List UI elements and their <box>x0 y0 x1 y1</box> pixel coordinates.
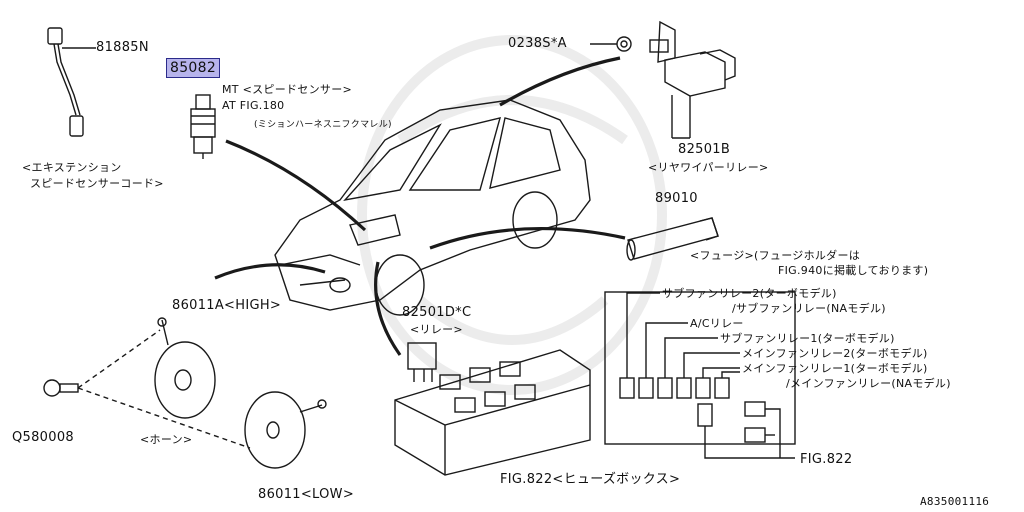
extension-cord-drawing <box>47 27 96 137</box>
wiper-relay-name: <リヤワイパーリレー> <box>648 161 769 174</box>
relay-label-ac: A/Cリレー <box>690 317 744 330</box>
relay-map-drawing <box>604 291 796 459</box>
fuse-note-line2: FIG.940に掲載しております) <box>778 264 929 277</box>
ext-code-name-line2: スピードセンサーコード> <box>30 177 164 190</box>
ext-code-part-number: 81885N <box>96 40 149 55</box>
diagram-id: A835001116 <box>920 495 990 508</box>
horn-bolt-part-number: Q580008 <box>12 430 74 445</box>
speed-sensor-part-number[interactable]: 85082 <box>166 58 221 78</box>
relay-part-number: 82501D*C <box>402 305 472 320</box>
relay-map-reference: FIG.822 <box>800 452 853 467</box>
fuse-box-drawing <box>394 349 591 476</box>
horn-low-drawing <box>244 391 327 469</box>
fuse-note-line1: <フュージ>(フュージホルダーは <box>690 249 861 262</box>
ext-code-name-line1: <エキステンション <box>22 161 122 174</box>
speed-sensor-at-note: (ミションハーネスニフクマレル) <box>254 120 392 130</box>
speed-sensor-mt-label: MT <スピードセンサー> <box>222 83 353 96</box>
speed-sensor-at-label: AT FIG.180 <box>222 99 285 112</box>
horn-bolt-drawing <box>43 329 251 449</box>
horn-low-part-number: 86011<LOW> <box>258 487 355 502</box>
relay-label-sub-fan-na: /サブファンリレー(NAモデル) <box>732 302 886 315</box>
fuse-box-reference: FIG.822<ヒューズボックス> <box>500 472 681 487</box>
relay-label-main-fan-1: メインファンリレー1(ターボモデル) <box>742 362 928 375</box>
relay-label-sub-fan-2: サブファンリレー2(ターボモデル) <box>662 287 837 300</box>
relay-label-main-fan-2: メインファンリレー2(ターボモデル) <box>742 347 928 360</box>
wiper-relay-drawing <box>590 20 736 139</box>
leader-lines <box>214 56 626 356</box>
horn-high-drawing <box>154 317 216 419</box>
fuse-part-number: 89010 <box>655 191 698 206</box>
relay-name: <リレー> <box>410 323 463 336</box>
horn-name: <ホーン> <box>140 433 193 446</box>
fuse-drawing <box>626 217 719 261</box>
relay-label-main-fan-na: /メインファンリレー(NAモデル) <box>786 377 951 390</box>
horn-high-part-number: 86011A<HIGH> <box>172 298 282 313</box>
wiper-bolt-part-number: 0238S*A <box>508 36 567 51</box>
watermark-emblem <box>357 35 667 395</box>
relay-label-sub-fan-1: サブファンリレー1(ターボモデル) <box>720 332 895 345</box>
wiper-relay-part-number: 82501B <box>678 142 731 157</box>
speed-sensor-drawing <box>190 94 216 159</box>
car-drawing <box>274 99 591 316</box>
relay-drawing <box>407 342 437 382</box>
